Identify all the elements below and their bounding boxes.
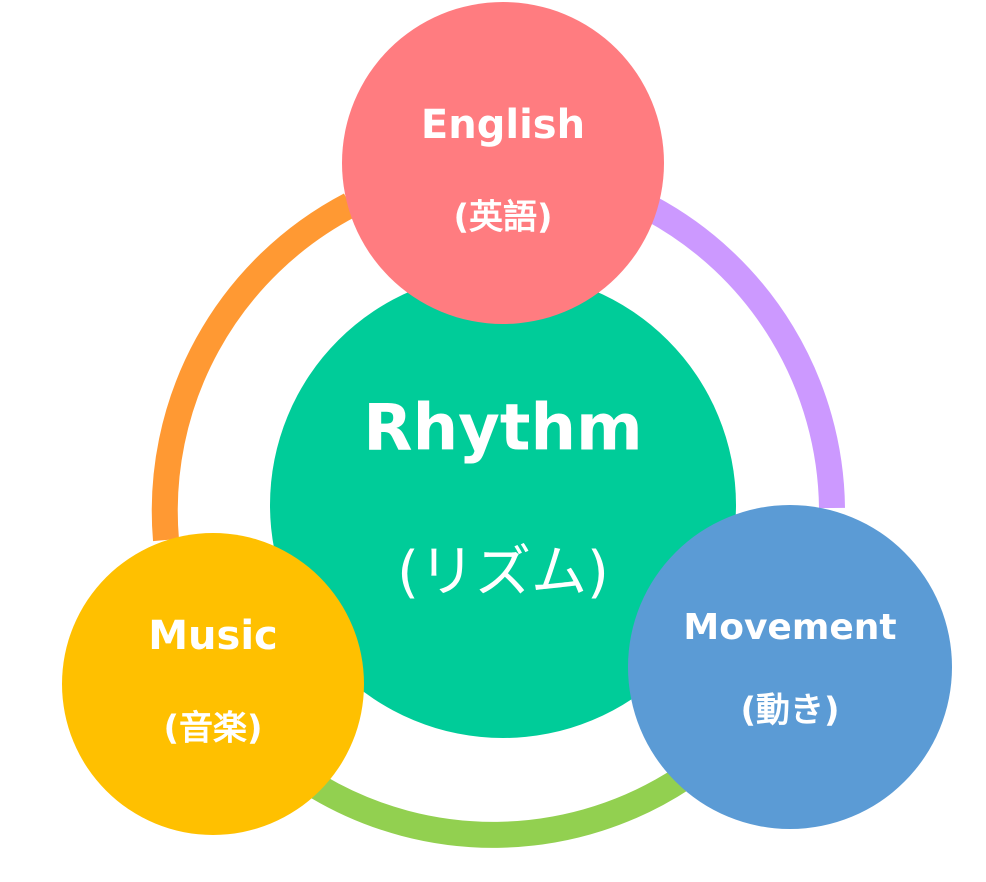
music-subtitle: (音楽) bbox=[163, 709, 262, 749]
center-subtitle: (リズム) bbox=[397, 540, 609, 605]
movement-subtitle: (動き) bbox=[740, 691, 839, 731]
music-title: Music bbox=[148, 613, 278, 659]
arc-english-movement bbox=[643, 196, 845, 509]
center-title: Rhythm bbox=[363, 392, 642, 466]
music-node: Music (音楽) bbox=[62, 533, 364, 835]
english-circle bbox=[342, 2, 664, 324]
movement-title: Movement bbox=[683, 607, 896, 648]
center-circle bbox=[270, 272, 736, 738]
arc-music-english bbox=[151, 193, 357, 542]
music-circle bbox=[62, 533, 364, 835]
movement-node: Movement (動き) bbox=[628, 505, 952, 829]
movement-circle bbox=[628, 505, 952, 829]
arc-movement-music bbox=[311, 767, 691, 848]
english-subtitle: (英語) bbox=[453, 198, 552, 238]
english-node: English (英語) bbox=[342, 2, 664, 324]
center-node: Rhythm (リズム) bbox=[270, 272, 736, 738]
english-title: English bbox=[421, 102, 585, 148]
